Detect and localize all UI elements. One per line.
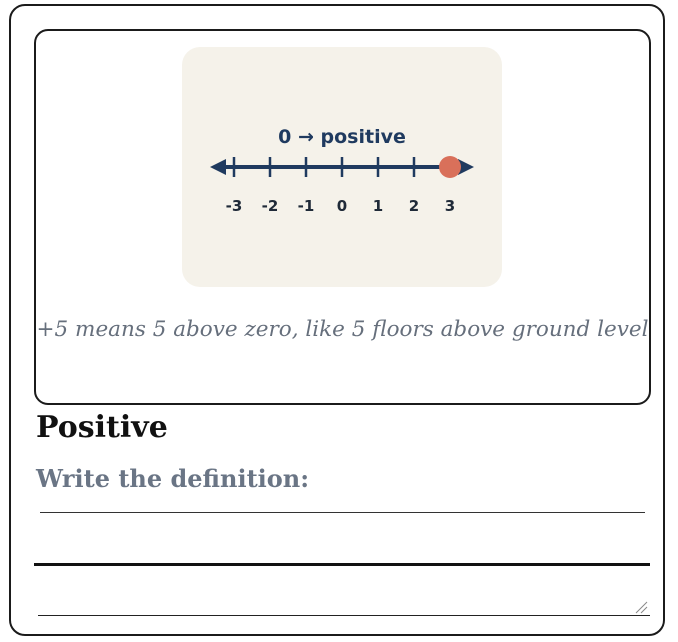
number-line-figure: 0 → positive -3 -2 -1 0 1 2 3 (182, 47, 502, 287)
resize-grip-icon[interactable] (634, 600, 648, 614)
illustration-caption: +5 means 5 above zero, like 5 floors abo… (36, 317, 649, 342)
tick-label: -2 (262, 197, 279, 215)
tick-label: -3 (226, 197, 243, 215)
tick-label: 3 (445, 197, 455, 215)
position-marker (439, 156, 461, 178)
left-arrow-icon (210, 159, 226, 175)
right-arrow-icon (458, 159, 474, 175)
writing-line (40, 512, 645, 513)
number-line: -3 -2 -1 0 1 2 3 (210, 156, 474, 215)
tick-label: 0 (337, 197, 347, 215)
vocabulary-term: Positive (36, 410, 168, 445)
definition-prompt: Write the definition: (36, 464, 310, 493)
illustration-title: 0 → positive (278, 126, 406, 148)
definition-input[interactable] (38, 520, 650, 616)
tick-label: -1 (298, 197, 315, 215)
tick-label: 2 (409, 197, 419, 215)
tick-labels: -3 -2 -1 0 1 2 3 (226, 197, 456, 215)
tick-label: 1 (373, 197, 383, 215)
